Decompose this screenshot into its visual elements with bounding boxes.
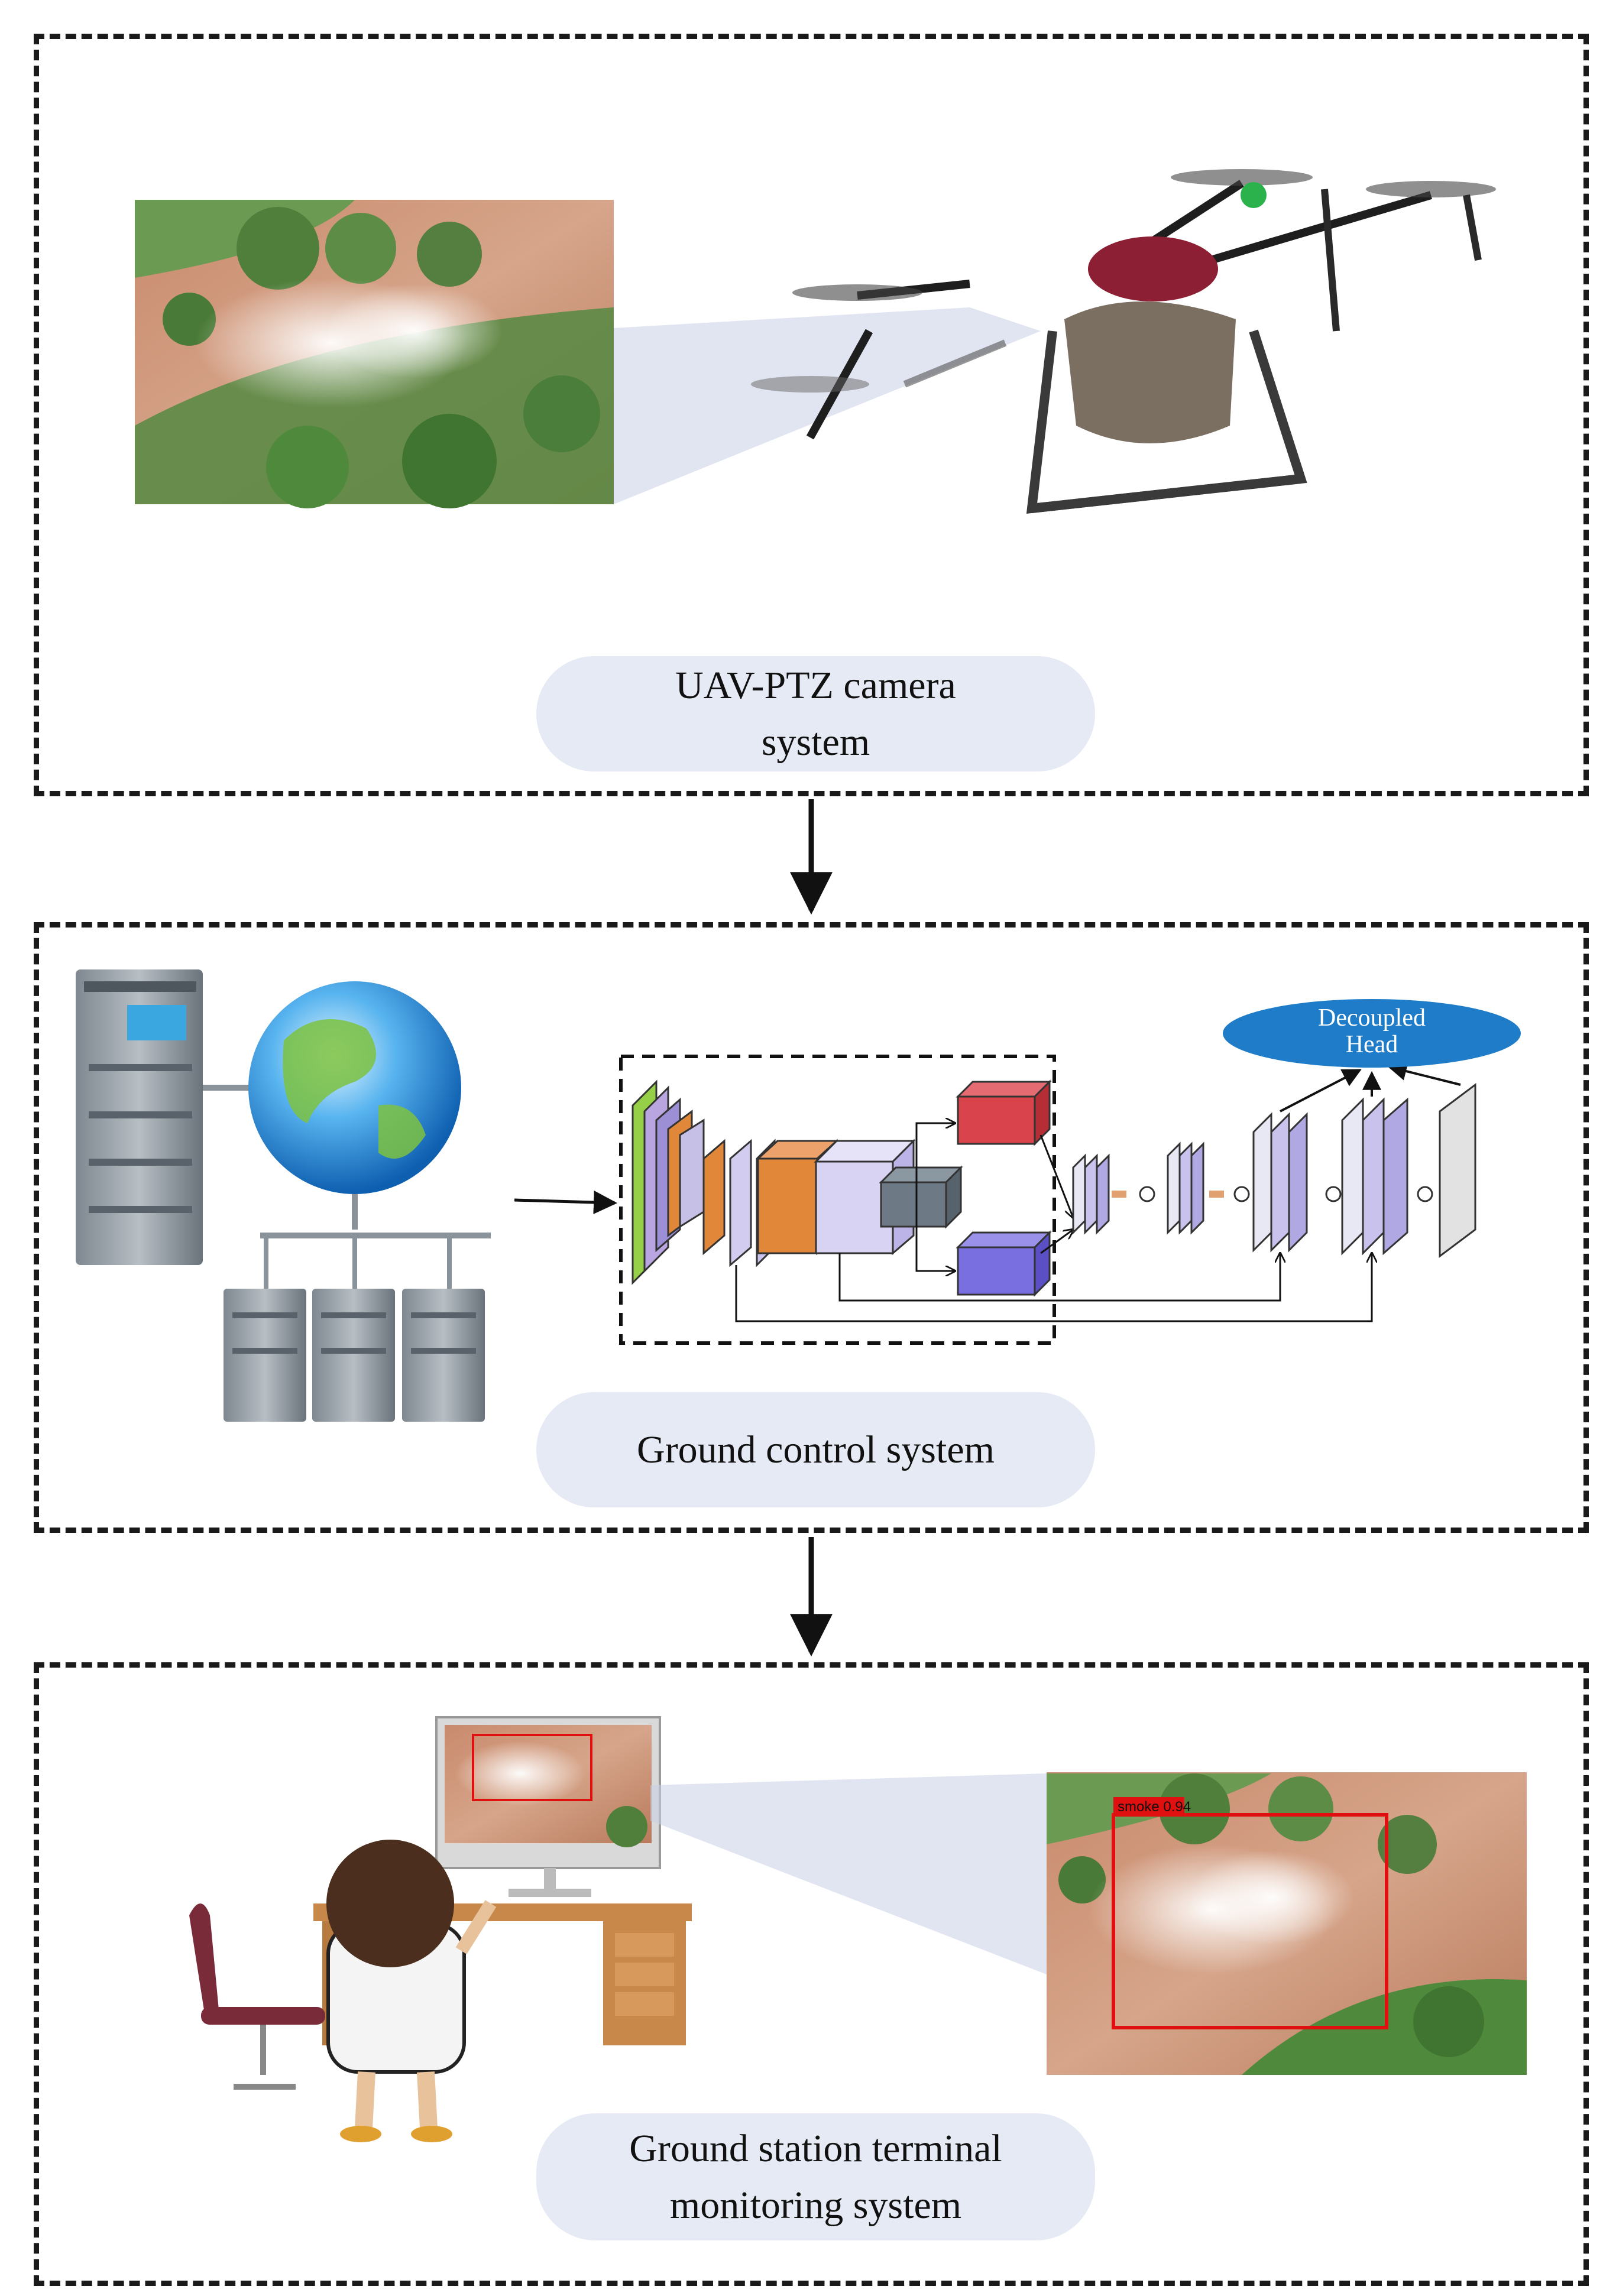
client-server-icon xyxy=(224,1289,485,1422)
uav-ptz-camera-label: UAV-PTZ camera system xyxy=(536,656,1095,771)
decoupled-head-ellipse xyxy=(1223,999,1521,1068)
ground-control-label: Ground control system xyxy=(536,1392,1095,1507)
person-icon xyxy=(326,1840,497,2142)
camera-view-cone-bottom xyxy=(650,1773,1047,1974)
detection-label-bg xyxy=(1113,1797,1184,1816)
uav-ptz-camera-panel xyxy=(34,34,1589,796)
detection-box xyxy=(1112,1813,1388,2029)
detection-photo xyxy=(1047,1772,1527,2075)
ground-control-label-text: Ground control system xyxy=(637,1428,995,1471)
detection-label: smoke 0.94 xyxy=(1118,1799,1191,1815)
neck-layers xyxy=(1072,1083,1476,1258)
input-arrow xyxy=(514,1190,617,1214)
aerial-photo-top xyxy=(135,200,614,508)
red-block xyxy=(956,1079,1052,1146)
backbone-layers xyxy=(631,1079,963,1285)
blue-block xyxy=(956,1230,1052,1297)
ground-station-label: Ground station terminal monitoring syste… xyxy=(536,2113,1095,2240)
chair-icon xyxy=(189,1903,325,2090)
drone-image xyxy=(751,169,1496,514)
uav-ptz-camera-label-text: UAV-PTZ camera system xyxy=(675,663,956,764)
globe-continent xyxy=(378,1104,426,1159)
backbone-dashed-box xyxy=(619,1055,1056,1345)
ground-station-label-text: Ground station terminal monitoring syste… xyxy=(629,2126,1002,2227)
globe-icon xyxy=(248,981,461,1194)
globe-continent xyxy=(283,1019,376,1123)
ground-station-panel xyxy=(34,1662,1589,2286)
monitor-icon xyxy=(435,1716,661,1897)
ground-control-panel xyxy=(34,922,1589,1533)
server-tower-icon xyxy=(76,969,203,1265)
decoupled-head-label-line-1: Decoupled xyxy=(1318,1004,1426,1032)
decoupled-head-label-line-2: Head xyxy=(1346,1031,1398,1058)
